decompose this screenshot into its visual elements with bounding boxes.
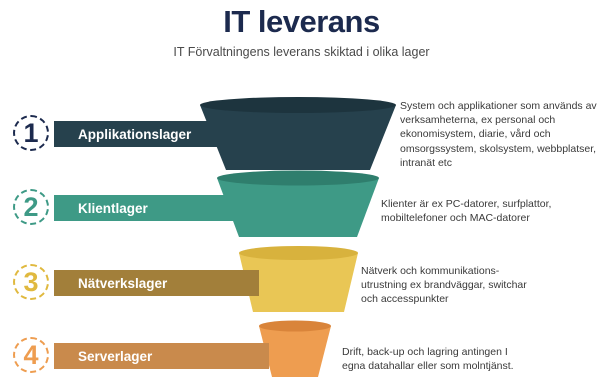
funnel-segment-2	[217, 178, 379, 237]
funnel-segment-2-rim	[217, 170, 379, 186]
layer-description-3: Nätverk och kommunikations-utrustning ex…	[361, 265, 527, 306]
layer-number-2: 2	[23, 191, 39, 222]
layer-number-badge-2: 2	[13, 189, 49, 225]
layer-label-4: Serverlager	[78, 348, 153, 364]
layer-description-2: Klienter är ex PC-datorer, surfplattor, …	[381, 198, 552, 225]
layer-banner-2: Klientlager	[54, 195, 259, 221]
layer-banner-4: Serverlager	[54, 343, 269, 369]
page-subtitle: IT Förvaltningens leverans skiktad i oli…	[173, 45, 430, 59]
layer-number-4: 4	[23, 339, 39, 370]
layer-label-3: Nätverkslager	[78, 275, 168, 291]
layer-label-1: Applikationslager	[78, 126, 192, 142]
layer-description-1: System och applikationer som används av …	[400, 100, 597, 169]
layer-number-badge-4: 4	[13, 337, 49, 373]
funnel-segment-1-rim	[200, 97, 396, 113]
funnel-segment-4	[259, 326, 331, 377]
layer-banner-1: Applikationslager	[54, 121, 279, 147]
funnel-segment-3	[239, 253, 358, 312]
layer-number-badge-3: 3	[13, 264, 49, 300]
layer-number-1: 1	[23, 117, 39, 148]
layer-banner-3: Nätverkslager	[54, 270, 259, 296]
funnel-segment-3-rim	[239, 246, 358, 260]
funnel-segment-4-rim	[259, 320, 331, 332]
layer-label-2: Klientlager	[78, 200, 148, 216]
layer-number-badge-1: 1	[13, 115, 49, 151]
layer-number-3: 3	[23, 266, 39, 297]
page-title: IT leverans	[223, 4, 380, 39]
layer-description-4: Drift, back-up och lagring antingen I eg…	[342, 346, 514, 373]
